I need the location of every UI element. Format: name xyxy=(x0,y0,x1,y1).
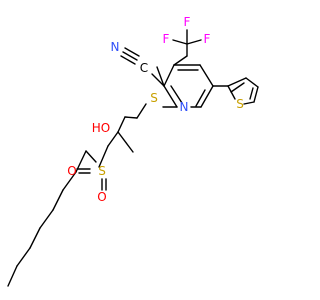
atom-label-o-sulfonyl-left: O xyxy=(67,164,76,178)
atom-label-f-left: F xyxy=(163,32,170,46)
atom-labels: N C F F F N S S HO S O O xyxy=(67,15,244,204)
atom-label-n-ring: N xyxy=(180,100,189,114)
bonds xyxy=(7,29,259,287)
atom-label-ho: HO xyxy=(92,121,110,135)
atom-label-f-top: F xyxy=(184,15,191,29)
atom-label-c-nitrile: C xyxy=(140,61,148,75)
atom-label-s-thioether: S xyxy=(150,91,158,105)
molecule-structure: N C F F F N S S HO S O O xyxy=(7,15,259,287)
atom-label-o-sulfonyl-right: O xyxy=(97,190,106,204)
atom-label-s-thiophene: S xyxy=(236,97,244,111)
atom-label-f-right: F xyxy=(204,32,211,46)
atom-label-s-sulfonyl: S xyxy=(98,164,106,178)
atom-label-n-nitrile: N xyxy=(111,40,120,54)
